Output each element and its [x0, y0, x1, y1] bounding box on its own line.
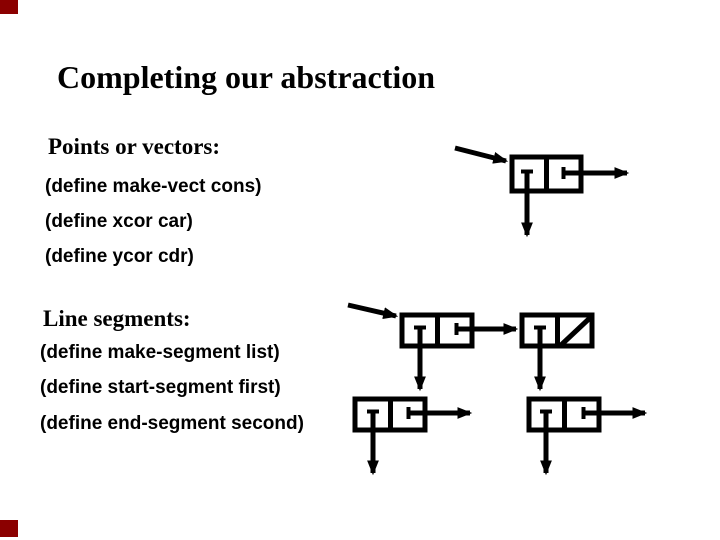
vector-cons-diagram	[454, 145, 630, 238]
code-line-define-xcor: (define xcor car)	[45, 211, 193, 232]
corner-marker-bottom-left	[0, 520, 18, 537]
code-line-define-make-vect: (define make-vect cons)	[45, 176, 262, 197]
segment-list-diagram	[347, 302, 595, 392]
corner-marker-top-left	[0, 0, 18, 14]
slide-title: Completing our abstraction	[57, 59, 436, 95]
incoming-pointer-arrow	[347, 302, 399, 320]
end-vect-diagram	[526, 396, 648, 476]
section-heading-line-segments: Line segments:	[43, 306, 191, 331]
code-line-define-end-segment: (define end-segment second)	[40, 413, 304, 434]
nil-slash	[558, 314, 594, 348]
spine-cell-2	[519, 312, 595, 392]
incoming-pointer-arrow	[454, 145, 509, 164]
section-heading-points-or-vectors: Points or vectors:	[48, 134, 221, 159]
code-line-define-start-segment: (define start-segment first)	[40, 377, 281, 398]
start-vect-diagram	[352, 396, 473, 476]
spine-cell-1	[399, 312, 519, 392]
code-line-define-ycor: (define ycor cdr)	[45, 246, 194, 267]
code-line-define-make-segment: (define make-segment list)	[40, 342, 280, 363]
